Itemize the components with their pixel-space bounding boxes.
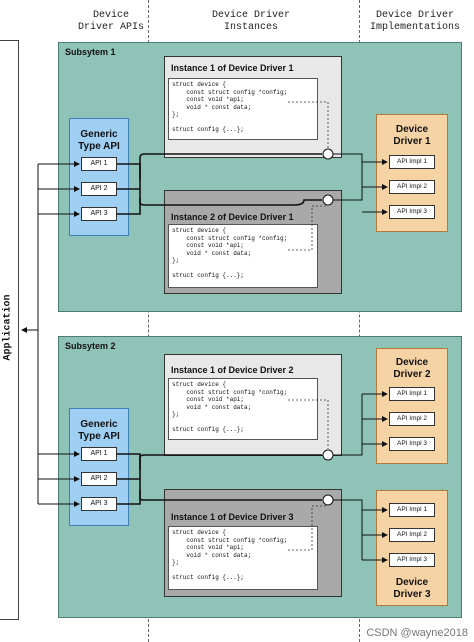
device-driver-3: Device Driver 3 (376, 490, 448, 606)
column-separator (148, 0, 149, 642)
subsystem-2-input-bus (37, 451, 80, 507)
api-impl-box-2: API Impl 2 (389, 180, 435, 194)
code-struct-device: struct device { const struct config *con… (168, 378, 318, 440)
api-impl-box-2: API Impl 2 (389, 528, 435, 542)
api-box-1: API 1 (81, 447, 117, 461)
api-impl-box-3: API Impl 3 (389, 205, 435, 219)
subsystem-1-instance-bus (117, 153, 322, 215)
api-impl-box-1: API Impl 1 (389, 155, 435, 169)
instance-title: Instance 1 of Device Driver 1 (171, 63, 294, 73)
generic-type-api-title: Generic Type API (78, 129, 120, 152)
api-box-3: API 3 (81, 207, 117, 221)
column-header-instances: Device Driver Instances (211, 10, 290, 33)
subsystem-2-instance-nodes (322, 449, 334, 506)
subsystem-1-instance-nodes (322, 148, 334, 206)
generic-type-api-title: Generic Type API (78, 419, 120, 442)
api-impl-box-1: API Impl 1 (389, 387, 435, 401)
driver-title: Device Driver 1 (393, 124, 431, 147)
subsystem-2-dotted-links (288, 399, 329, 551)
subsystem-title: Subsytem 2 (65, 341, 116, 351)
column-separator (359, 0, 360, 642)
code-struct-device: struct device { const struct config *con… (168, 78, 318, 140)
column-header-implementations: Device Driver Implementations (369, 10, 460, 33)
api-box-3: API 3 (81, 497, 117, 511)
instance-title: Instance 1 of Device Driver 3 (171, 512, 294, 522)
instance-title: Instance 1 of Device Driver 2 (171, 365, 294, 375)
api-impl-box-3: API Impl 3 (389, 437, 435, 451)
column-header-apis: Device Driver APIs (77, 10, 144, 33)
api-impl-box-3: API Impl 3 (389, 553, 435, 567)
api-impl-box-2: API Impl 2 (389, 412, 435, 426)
subsystem-2-instance-bus (117, 453, 322, 505)
code-struct-device: struct device { const struct config *con… (168, 526, 318, 590)
subsystem-1-driver-bus (333, 153, 388, 215)
subsystem-1-input-bus (37, 161, 80, 472)
watermark: CSDN @wayne2018 (366, 627, 468, 639)
api-impl-box-1: API Impl 1 (389, 503, 435, 517)
driver-title: Device Driver 3 (393, 577, 431, 600)
api-box-2: API 2 (81, 472, 117, 486)
driver-title: Device Driver 2 (393, 357, 431, 380)
api-box-2: API 2 (81, 182, 117, 196)
application-block (0, 40, 19, 620)
subsystem-2-driver-bus (333, 391, 388, 563)
subsystem-1-dotted-links (288, 101, 329, 251)
instance-title: Instance 2 of Device Driver 1 (171, 212, 294, 222)
code-struct-device: struct device { const struct config *con… (168, 224, 318, 288)
subsystem-title: Subsytem 1 (65, 47, 116, 57)
api-box-1: API 1 (81, 157, 117, 171)
